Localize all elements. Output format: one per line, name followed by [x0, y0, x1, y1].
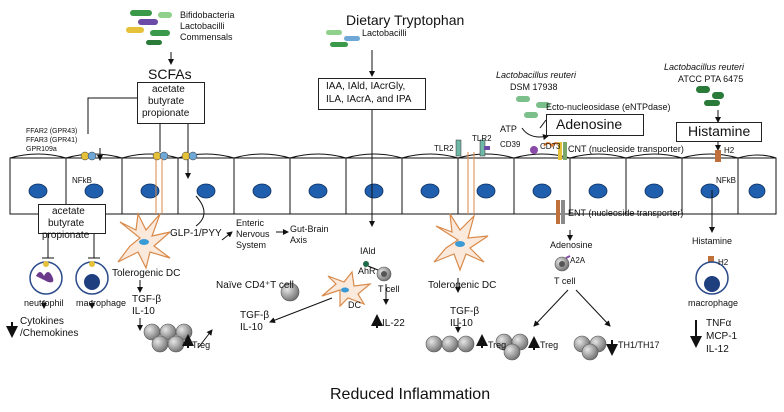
bacteria-cluster-top	[126, 10, 172, 45]
macrophage-cell-right	[695, 261, 729, 295]
adenosine-sub-label: Adenosine	[550, 240, 593, 250]
atcc-species: Lactobacillus reuteri	[664, 62, 745, 72]
dsm-strain: DSM 17938	[510, 82, 558, 92]
tlr2-label-a: TLR2	[434, 144, 454, 153]
tryptophan-title: Dietary Tryptophan	[346, 12, 465, 28]
cd73-label: CD73	[540, 142, 561, 151]
macrophage-label-right: macrophage	[688, 298, 739, 308]
tolerogenic-dc-left-label: Tolerogenic DC	[112, 268, 181, 279]
epithelial-layer	[9, 153, 777, 215]
receptor-ffar2: FFAR2 (GPR43)	[26, 128, 78, 135]
adenosine-receptors	[530, 142, 567, 224]
tcell-adenosine-label: T cell	[554, 276, 576, 286]
ens-line-2: Nervous	[236, 229, 270, 239]
adenosine-title-box	[546, 114, 644, 136]
dc-tryptophan	[321, 270, 372, 308]
tolerogenic-dc-left	[117, 211, 171, 270]
scfa-lower-line-1: acetate	[52, 206, 85, 217]
ens-line-3: System	[236, 240, 267, 250]
bacteria-cluster-atcc	[696, 86, 724, 106]
il10-middle: IL-10	[450, 318, 473, 329]
dc-label: DC	[348, 300, 361, 310]
histamine-title-box	[676, 122, 762, 142]
gut-brain-line-2: Axis	[290, 235, 308, 245]
scfa-lower-line-2: butyrate	[48, 218, 85, 229]
il10-left: IL-10	[132, 306, 155, 317]
cnt-label: CNT (nucleoside transporter)	[568, 144, 684, 154]
histamine-nfkb: NFkB	[716, 176, 736, 185]
tgfb-middle: TGF-β	[450, 306, 480, 317]
a2a-label: A2A	[570, 256, 586, 265]
macrophage-label-left: macrophage	[76, 298, 127, 308]
bacteria-label-2: Lactobacilli	[180, 21, 225, 31]
h2-label-bottom: H2	[718, 258, 729, 267]
cytokines-line-1: Cytokines	[20, 316, 64, 327]
tlr2-receptors	[455, 139, 490, 157]
scfa-box	[137, 82, 205, 124]
output-mcp1: MCP-1	[706, 331, 738, 342]
ahr-label: AhR	[358, 266, 376, 276]
treg-middle: Treg	[488, 340, 507, 350]
tlr2-label-b: TLR2	[472, 134, 492, 143]
naive-t-cell	[280, 282, 300, 302]
th-cluster	[573, 335, 607, 361]
bacteria-cluster-dsm	[516, 96, 550, 118]
cytokines-line-2: /Chemokines	[20, 328, 79, 339]
neutrophil-cell	[29, 261, 63, 295]
treg-cluster-left	[143, 323, 193, 353]
metabolite-line-1: IAA, IAld, IAcrGly,	[326, 81, 406, 92]
bacteria-label-1: Bifidobacteria	[180, 10, 235, 20]
tryptophan-lactobacilli: Lactobacilli	[362, 28, 407, 38]
treg-left: Treg	[192, 340, 211, 350]
ecto-enzyme-label: Ecto-nucleosidase (eNTPdase)	[546, 102, 671, 112]
output-il12: IL-12	[706, 344, 729, 355]
scfa-box-line-3: propionate	[142, 108, 190, 119]
h2-label-top: H2	[724, 146, 735, 155]
cd39-label: CD39	[500, 140, 521, 149]
output-tnf: TNFα	[706, 318, 732, 329]
ens-line-1: Enteric	[236, 218, 265, 228]
histamine-sub-label: Histamine	[692, 236, 733, 246]
scfa-lower-box	[38, 204, 106, 234]
metabolite-line-2: ILA, IAcrA, and IPA	[326, 94, 412, 105]
treg-cluster-adenosine	[495, 333, 529, 361]
bacteria-label-3: Commensals	[180, 32, 233, 42]
macrophage-cell-left	[75, 261, 109, 295]
adenosine-title: Adenosine	[556, 116, 623, 132]
neutrophil-label: neutrophil	[24, 298, 64, 308]
tryptophan-metabolite-box	[318, 78, 426, 110]
tolerogenic-dc-middle	[433, 213, 489, 272]
glp-label: GLP-1/PYY	[170, 228, 222, 239]
footer-title: Reduced Inflammation	[330, 386, 491, 403]
scfa-box-line-2: butyrate	[148, 96, 185, 107]
treg-adenosine: Treg	[540, 340, 559, 350]
gut-brain-line-1: Gut-Brain	[290, 224, 329, 234]
il22-label: IL-22	[382, 318, 405, 329]
dsm-species: Lactobacillus reuteri	[496, 70, 577, 80]
ent-label: ENT (nucleoside transporter)	[568, 208, 684, 218]
tolerogenic-dc-middle-label: Tolerogenic DC	[428, 280, 497, 291]
h2-receptors	[708, 150, 721, 266]
il10-naive: IL-10	[240, 322, 263, 333]
iald-label: IAld	[360, 246, 376, 256]
th-ratio-label: TH1/TH17	[618, 340, 660, 350]
tgfb-left: TGF-β	[132, 294, 162, 305]
treg-cluster-middle	[425, 335, 475, 353]
scfa-title: SCFAs	[148, 66, 192, 82]
scfa-lower-line-3: propionate	[42, 230, 90, 241]
atp-label: ATP	[500, 124, 517, 134]
naive-t-label: Naïve CD4⁺T cell	[216, 280, 294, 291]
receptor-ffar3: FFAR3 (GPR41)	[26, 137, 78, 144]
scfa-box-line-1: acetate	[152, 84, 185, 95]
scfa-nfkb: NFkB	[72, 176, 92, 185]
tcell-tryptophan-label: T cell	[378, 284, 400, 294]
histamine-title: Histamine	[688, 123, 751, 139]
tgfb-naive: TGF-β	[240, 310, 270, 321]
scfa-receptors	[80, 151, 198, 161]
bacteria-cluster-tryptophan	[326, 30, 360, 47]
atcc-strain: ATCC PTA 6475	[678, 74, 744, 84]
receptor-gpr109a: GPR109a	[26, 146, 57, 153]
